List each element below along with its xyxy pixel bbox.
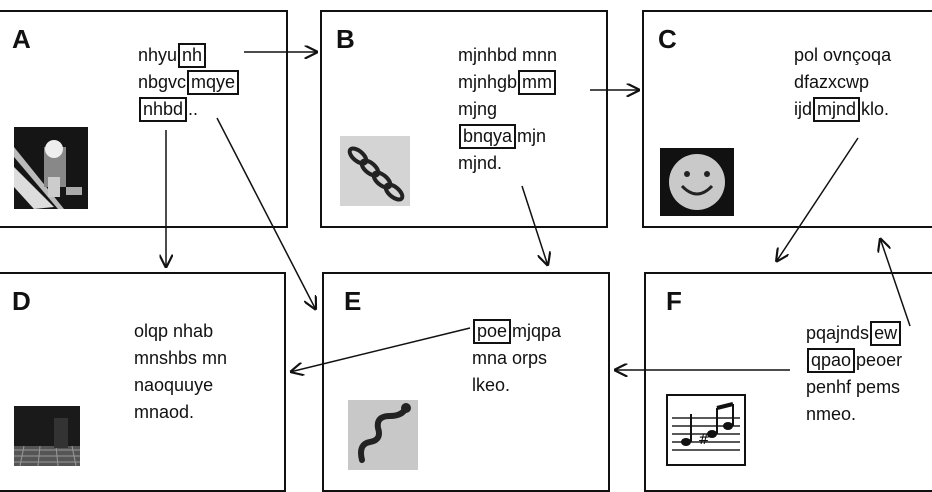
hyperlink-word[interactable]: mqye [187,70,240,95]
snake-icon [348,400,418,470]
text-word: ijd [794,99,813,119]
text-line: mjnhbd mnn [458,42,557,69]
page-d: D olqp nhab mnshbs mn naoquuye mnaod. [0,272,286,492]
text-line: olqp nhab [134,318,227,345]
page-label: D [12,286,31,316]
hyperlink-word[interactable]: nhbd [139,97,188,122]
text-line: mjnd. [458,150,557,177]
text-word: penhf pems [806,377,901,397]
page-label: A [12,24,31,54]
text-word: nhyu [138,45,178,65]
page-label: B [336,24,355,54]
hyperlink-word[interactable]: ew [870,321,902,346]
hyperlink-word[interactable]: bnqya [459,124,517,149]
text-line: nmeo. [806,401,902,428]
text-word: mjng [458,99,498,119]
text-word: mjqpa [512,321,562,341]
page-text: olqp nhab mnshbs mn naoquuye mnaod. [134,318,227,426]
text-line: penhf pems [806,374,902,401]
page-label: F [666,286,682,316]
text-word: nbgvc [138,72,187,92]
text-line: mna orps [472,345,561,372]
text-word: mjnhbd mnn [458,45,558,65]
image-thumbnail [14,127,88,209]
text-word: .. [188,99,199,119]
text-word: olqp nhab [134,321,214,341]
text-line: mnaod. [134,399,227,426]
page-label: E [344,286,362,316]
text-line: mjng [458,96,557,123]
text-word: mna orps [472,348,548,368]
text-word: nmeo. [806,404,857,424]
svg-text:#: # [698,432,710,448]
text-line: dfazxcwp [794,69,891,96]
text-word: lkeo. [472,375,511,395]
text-line: nhbd.. [138,96,240,123]
page-label: C [658,24,677,54]
hyperlink-word[interactable]: qpao [807,348,856,373]
text-line: mnshbs mn [134,345,227,372]
music-notes-icon: # [666,394,746,466]
text-word: klo. [861,99,890,119]
text-word: peoer [856,350,903,370]
hyperlink-word[interactable]: mm [518,70,557,95]
text-word: mnaod. [134,402,195,422]
text-word: mjn [517,126,547,146]
image-thumbnail [14,406,80,466]
text-line: lkeo. [472,372,561,399]
text-line: naoquuye [134,372,227,399]
text-word: pol ovnçoqa [794,45,892,65]
hyperlink-word[interactable]: poe [473,319,512,344]
hyperlink-word[interactable]: mjnd [813,97,861,122]
text-word: mjnhgb [458,72,518,92]
smiley-icon [660,148,734,216]
text-word: dfazxcwp [794,72,870,92]
hyperlink-word[interactable]: nh [178,43,207,68]
chain-icon [340,136,410,206]
text-word: mnshbs mn [134,348,228,368]
text-word: naoquuye [134,375,214,395]
text-word: mjnd. [458,153,503,173]
text-word: pqajnds [806,323,870,343]
text-line: pol ovnçoqa [794,42,891,69]
